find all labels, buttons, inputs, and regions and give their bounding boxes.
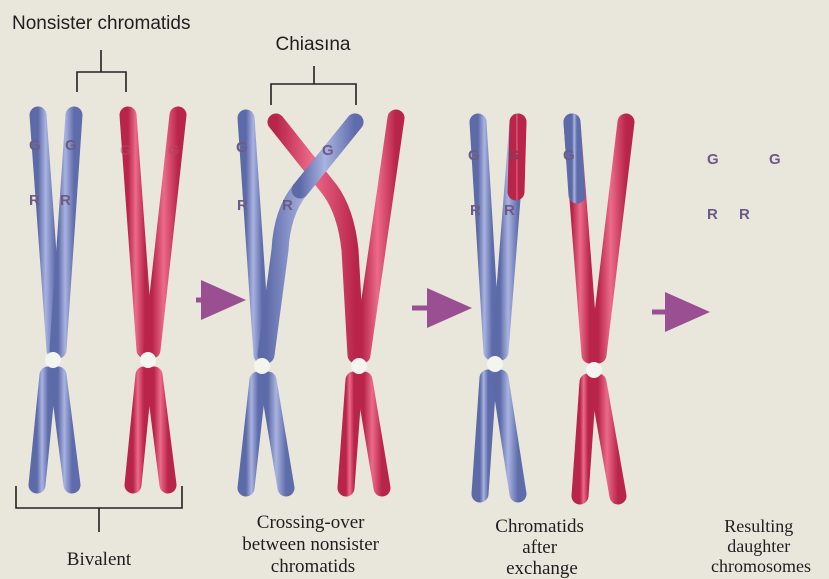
- allele-label: G: [168, 142, 180, 159]
- resulting-chromosomes-label: Resulting daughter chromosomes: [711, 516, 811, 576]
- nonsister-bracket: [77, 50, 126, 92]
- after-exchange-line-1: Chromatids: [495, 516, 584, 537]
- blue-chromosome: [478, 122, 518, 494]
- nonsister-chromatids-label: Nonsister chromatids: [12, 13, 190, 34]
- crossing-over-line-2: between nonsister: [242, 534, 379, 555]
- resulting-line-2: daughter: [727, 536, 790, 556]
- allele-label: G: [468, 147, 480, 164]
- stage-daughter-chromosomes: [716, 124, 806, 498]
- after-exchange-line-2: after: [522, 537, 557, 558]
- allele-label: G: [120, 142, 132, 159]
- allele-label: G: [769, 151, 781, 168]
- crossing-over-label: Crossing-over between nonsister chromati…: [242, 512, 383, 577]
- resulting-line-3: chromosomes: [711, 556, 811, 576]
- allele-label: R: [237, 197, 248, 214]
- allele-label: G: [707, 151, 719, 168]
- allele-label: R: [29, 192, 40, 209]
- allele-label: G: [563, 147, 575, 164]
- allele-label: R: [282, 197, 293, 214]
- allele-label: R: [470, 202, 481, 219]
- red-chromosome: [276, 118, 396, 488]
- allele-label: R: [504, 202, 515, 219]
- allele-label: R: [739, 206, 750, 223]
- bivalent-bracket: [16, 486, 182, 532]
- allele-label: G: [508, 147, 520, 164]
- stage-after-exchange: G G R R G Chromatids after exchange: [468, 122, 626, 579]
- allele-label: R: [60, 192, 71, 209]
- red-chromosome: [572, 122, 626, 496]
- red-chromosome: [128, 115, 178, 485]
- after-exchange-line-3: exchange: [506, 558, 578, 579]
- chiasma-label: Chiasına: [276, 34, 351, 55]
- stage-crossing-over: G G R R Chiasına Crossing-over between n…: [236, 34, 396, 577]
- crossing-over-line-3: chromatids: [271, 556, 355, 577]
- resulting-line-1: Resulting: [724, 516, 793, 536]
- allele-label: G: [65, 137, 77, 154]
- crossing-over-line-1: Crossing-over: [257, 512, 365, 533]
- after-exchange-label: Chromatids after exchange: [495, 516, 588, 579]
- bivalent-label: Bivalent: [67, 549, 132, 570]
- allele-label: R: [707, 206, 718, 223]
- allele-label: G: [29, 137, 41, 154]
- allele-label: G: [236, 139, 248, 156]
- stage-bivalent: G G R R G G Nonsister chromatids Bivalen…: [12, 13, 190, 570]
- blue-chromosome: [37, 115, 74, 485]
- allele-label: G: [322, 142, 334, 159]
- chiasma-bracket: [271, 66, 356, 105]
- blue-chromosome: [246, 118, 355, 488]
